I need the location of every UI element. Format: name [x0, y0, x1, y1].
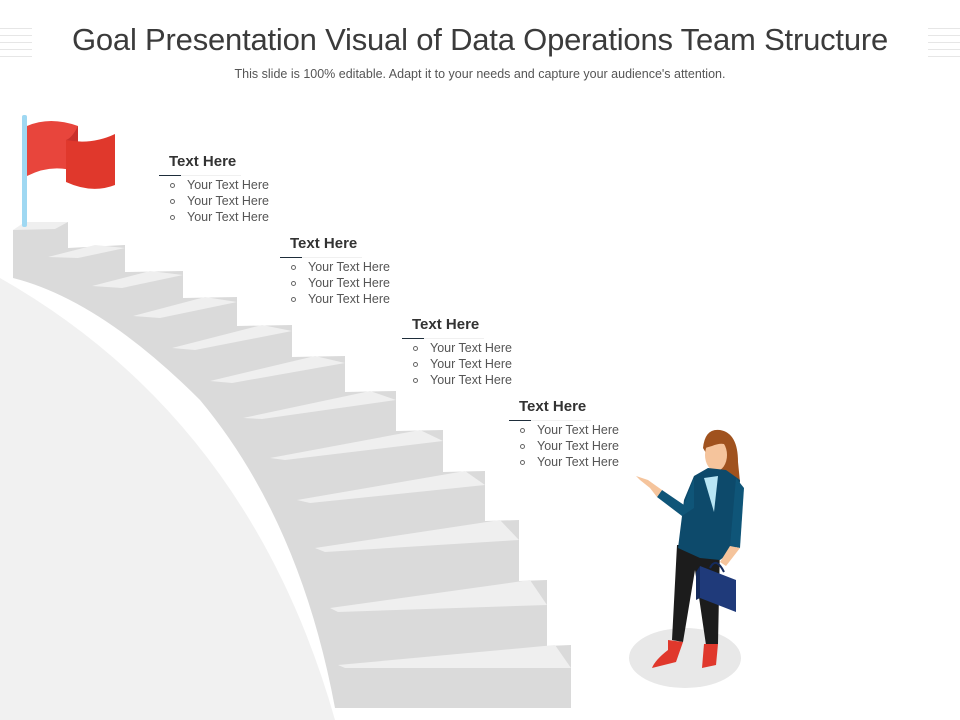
- block-title: Text Here: [169, 153, 237, 170]
- list-item: Your Text Here: [159, 209, 269, 225]
- list-item: Your Text Here: [402, 356, 512, 372]
- list-item: Your Text Here: [509, 454, 619, 470]
- bullet-icon: [520, 443, 525, 449]
- bullet-icon: [520, 459, 525, 465]
- list-item-text: Your Text Here: [430, 341, 512, 355]
- list-item: Your Text Here: [402, 372, 512, 388]
- list-item: Your Text Here: [280, 259, 390, 275]
- bullet-icon: [413, 361, 418, 367]
- list-item: Your Text Here: [402, 340, 512, 356]
- list-item-text: Your Text Here: [187, 210, 269, 224]
- businesswoman-illustration: [636, 429, 744, 668]
- list-item-text: Your Text Here: [537, 423, 619, 437]
- stair-treads: [13, 222, 571, 668]
- list-item-text: Your Text Here: [430, 373, 512, 387]
- decorative-lines-left: [0, 28, 32, 60]
- bullet-icon: [291, 264, 296, 270]
- text-block-1: Text Here Your Text Here Your Text Here …: [159, 152, 269, 225]
- bullet-icon: [170, 182, 175, 188]
- flag-icon: [27, 121, 115, 189]
- list-item-text: Your Text Here: [308, 276, 390, 290]
- text-block-3: Text Here Your Text Here Your Text Here …: [402, 315, 512, 388]
- list-item-text: Your Text Here: [537, 455, 619, 469]
- stair-body: [13, 222, 571, 708]
- list-item-text: Your Text Here: [308, 292, 390, 306]
- bullet-icon: [520, 427, 525, 433]
- bullet-icon: [413, 345, 418, 351]
- list-item: Your Text Here: [280, 275, 390, 291]
- list-item-text: Your Text Here: [430, 357, 512, 371]
- list-item-text: Your Text Here: [537, 439, 619, 453]
- slide-subtitle: This slide is 100% editable. Adapt it to…: [234, 67, 726, 81]
- block-underline: [509, 420, 591, 421]
- hill-shape: [0, 278, 335, 720]
- block-title: Text Here: [290, 235, 358, 252]
- bullet-icon: [170, 198, 175, 204]
- list-item: Your Text Here: [280, 291, 390, 307]
- flag-pole: [22, 115, 27, 227]
- list-item-text: Your Text Here: [187, 194, 269, 208]
- list-item: Your Text Here: [509, 438, 619, 454]
- text-block-2: Text Here Your Text Here Your Text Here …: [280, 234, 390, 307]
- list-item-text: Your Text Here: [187, 178, 269, 192]
- text-block-4: Text Here Your Text Here Your Text Here …: [509, 397, 619, 470]
- presenter-shadow: [629, 628, 741, 688]
- list-item: Your Text Here: [509, 422, 619, 438]
- block-underline: [159, 175, 241, 176]
- block-underline: [280, 257, 362, 258]
- list-item: Your Text Here: [159, 177, 269, 193]
- bullet-icon: [291, 296, 296, 302]
- bullet-icon: [413, 377, 418, 383]
- slide-title: Goal Presentation Visual of Data Operati…: [71, 22, 889, 57]
- list-item-text: Your Text Here: [308, 260, 390, 274]
- decorative-lines-right: [928, 28, 960, 60]
- list-item: Your Text Here: [159, 193, 269, 209]
- bullet-icon: [291, 280, 296, 286]
- bullet-icon: [170, 214, 175, 220]
- block-title: Text Here: [412, 316, 480, 333]
- block-underline: [402, 338, 484, 339]
- block-title: Text Here: [519, 398, 587, 415]
